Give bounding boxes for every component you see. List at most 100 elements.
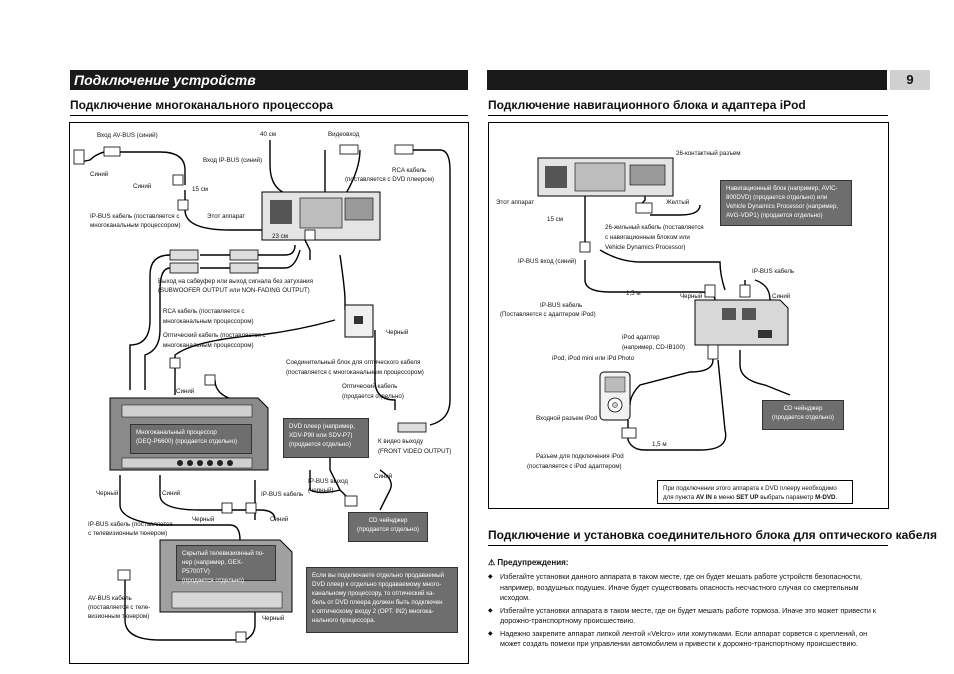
dvd-note-text-4: .	[835, 494, 838, 501]
dvd-note-kw-setup: SET UP	[736, 494, 759, 501]
dvd-note-text-1: для пункта	[663, 494, 696, 501]
dvd-note-box: При подключении этого аппарата к DVD пле…	[657, 480, 853, 504]
processor-label-box: Многоканальный процессор (DEQ-P6600) (пр…	[130, 424, 252, 454]
label-yellow: Желтый	[666, 199, 690, 206]
label-cable26-3: Vehicle Dynamics Processor)	[605, 244, 686, 251]
label-ipbus-out-2: (черный)	[308, 487, 334, 494]
dvd-note-line-1: При подключении этого аппарата к DVD пле…	[663, 485, 837, 492]
label-ipod-conn-2: (поставляется с iPod адаптером)	[527, 463, 622, 470]
right-heading-2: Подключение и установка соединительного …	[488, 528, 938, 542]
label-ipbus-in-right: IP-BUS вход (синий)	[518, 258, 577, 265]
note-line-2: DVD плеер к отдельно продаваемому много-	[312, 581, 442, 588]
cd-label-2: (продается отдельно)	[357, 526, 419, 533]
label-ipbus-cable-right: IP-BUS кабель	[752, 268, 795, 275]
page-number: 9	[890, 70, 930, 90]
label-26pin: 26-контактный разъем	[676, 150, 741, 157]
nav-label-2: 800DVD) (продается отдельно) или	[726, 194, 828, 201]
label-rca-proc-2: многоканальным процессором)	[163, 318, 254, 325]
head-unit-left	[261, 191, 381, 241]
nav-label-4: AVG-VDP1) (продается отдельно)	[726, 212, 823, 219]
note-line-3: канальному процессору, то оптический ка-	[312, 590, 435, 597]
label-video-out-1: К видео выходу	[378, 438, 424, 445]
label-sub-out-1: Выход на сабвуфер или выход сигнала без …	[158, 278, 313, 285]
cd-changer-box-right: CD чейнджер (продается отдельно)	[762, 400, 844, 430]
label-black-right: Черный	[680, 293, 703, 300]
right-heading: Подключение навигационного блока и адапт…	[488, 98, 806, 112]
label-adapter-2: (например, CD-IB100)	[622, 344, 685, 351]
dvd-player-box: DVD плеер (например, XDV-P9II или SDV-P7…	[283, 418, 369, 458]
label-sub-out-2: (SUBWOOFER OUTPUT или NON-FADING OUTPUT)	[158, 287, 310, 294]
section-title: Подключение устройств	[74, 72, 256, 88]
tuner-label-box: Скрытый телевизионный по- нер (например,…	[176, 545, 276, 584]
ipod-adapter-device	[694, 299, 789, 346]
label-blue-1: Синий	[90, 171, 109, 178]
left-heading-rule	[70, 115, 468, 116]
label-blue-3: Синий	[176, 388, 195, 395]
dvd-label-2: XDV-P9II или SDV-P7)	[289, 432, 353, 439]
label-blue-2: Синий	[133, 183, 152, 190]
label-blue-right: Синий	[772, 293, 791, 300]
label-ipod-conn-1: Разъем для подключения iPod	[536, 453, 624, 460]
label-this-unit-left: Этот аппарат	[207, 213, 246, 220]
dvd-note-text-2: в меню	[711, 494, 737, 501]
dvd-note-kw-avin: AV IN	[695, 494, 712, 501]
subwoofer-rca-top	[200, 244, 296, 256]
dvd-label-1: DVD плеер (например,	[289, 423, 355, 430]
label-black-4: Черный	[262, 615, 285, 622]
note-line-1: Если вы подключаете отдельно продаваемый	[312, 572, 444, 579]
cd-right-label-2: (продается отдельно)	[772, 414, 834, 421]
label-ipbus-tv-2: с телевизионным тюнером)	[88, 530, 168, 537]
warning-item: Избегайте установки аппарата в таком мес…	[488, 606, 888, 627]
optical-cable	[174, 319, 336, 395]
label-optical-box-2: (поставляется с многоканальным процессор…	[286, 369, 424, 376]
label-1-5m-b: 1,5 м	[652, 441, 667, 448]
cd-label-1: CD чейнджер	[368, 517, 408, 524]
av-bus-cable	[110, 151, 186, 185]
label-15cm-right: 15 см	[547, 216, 563, 223]
warning-item: Избегайте установки данного аппарата в т…	[488, 572, 888, 604]
label-this-unit-right: Этот аппарат	[496, 199, 535, 206]
left-diagram-frame	[69, 122, 469, 664]
label-optical-1: Оптический кабель (поставляется с	[163, 332, 266, 339]
label-avbus-tv-3: визионным тюнером)	[88, 613, 150, 620]
cd-changer-box-left: CD чейнджер (продается отдельно)	[348, 512, 428, 542]
label-cable26-2: с навигационным блоком или	[605, 234, 690, 241]
warnings-title-text: Предупреждения:	[497, 558, 569, 567]
label-video-in: Видеовход	[328, 131, 360, 138]
label-rca-dvd-1: RCA кабель	[392, 167, 427, 174]
label-opt-sep-2: (продается отдельно)	[342, 393, 404, 400]
label-blue-4: Синий	[162, 490, 181, 497]
label-avbus-tv-1: AV-BUS кабель	[88, 595, 132, 602]
warning-item: Надежно закрепите аппарат липкой лентой …	[488, 629, 888, 650]
rca-dvd-cable	[395, 149, 451, 426]
head-unit-right	[537, 157, 674, 197]
dvd-note-text-3: выбрать параметр	[758, 494, 816, 501]
tuner-label-1: Скрытый телевизионный по-	[182, 550, 265, 557]
tuner-label-3: (продается отдельно)	[182, 577, 244, 584]
ipbus-tv-cable	[119, 475, 241, 541]
nav-label-1: Навигационный блок (например, AVIC-	[726, 185, 838, 192]
label-adapter-1: iPod адаптер	[622, 334, 660, 341]
label-rca-dvd-2: (поставляется с DVD плеером)	[345, 176, 435, 183]
label-ip-bus-in: Вход IP-BUS (синий)	[203, 157, 263, 164]
label-black-2: Черный	[96, 490, 119, 497]
ipod-device	[599, 371, 631, 421]
dvd-label-3: (продается отдельно)	[289, 441, 351, 448]
nav-unit-box: Навигационный блок (например, AVIC- 800D…	[720, 180, 852, 226]
label-40cm: 40 см	[260, 131, 276, 138]
dvd-note-kw-mdvd: M-DVD	[815, 494, 836, 501]
label-15cm: 15 см	[192, 186, 208, 193]
label-ipbus-ipod-2: (Поставляется с адаптером iPod)	[500, 311, 596, 318]
right-heading-rule	[488, 115, 888, 116]
label-ipbus-cable-mid: IP-BUS кабель	[261, 491, 304, 498]
label-black-3: Черный	[192, 516, 215, 523]
label-blue-6: Синий	[270, 516, 289, 523]
label-black-1: Черный	[386, 329, 409, 336]
note-line-6: нального процессора.	[312, 617, 376, 624]
label-avbus-tv-2: (поставляется с теле-	[88, 604, 151, 611]
note-line-4: бель от DVD плеера должен быть подключен	[312, 599, 443, 606]
label-video-out-2: (FRONT VIDEO OUTPUT)	[378, 448, 452, 455]
label-ipbus-out-1: IP-BUS выход	[308, 478, 349, 485]
warnings-list: Избегайте установки данного аппарата в т…	[488, 572, 888, 652]
label-rca-proc-1: RCA кабель (поставляется с	[163, 308, 245, 315]
